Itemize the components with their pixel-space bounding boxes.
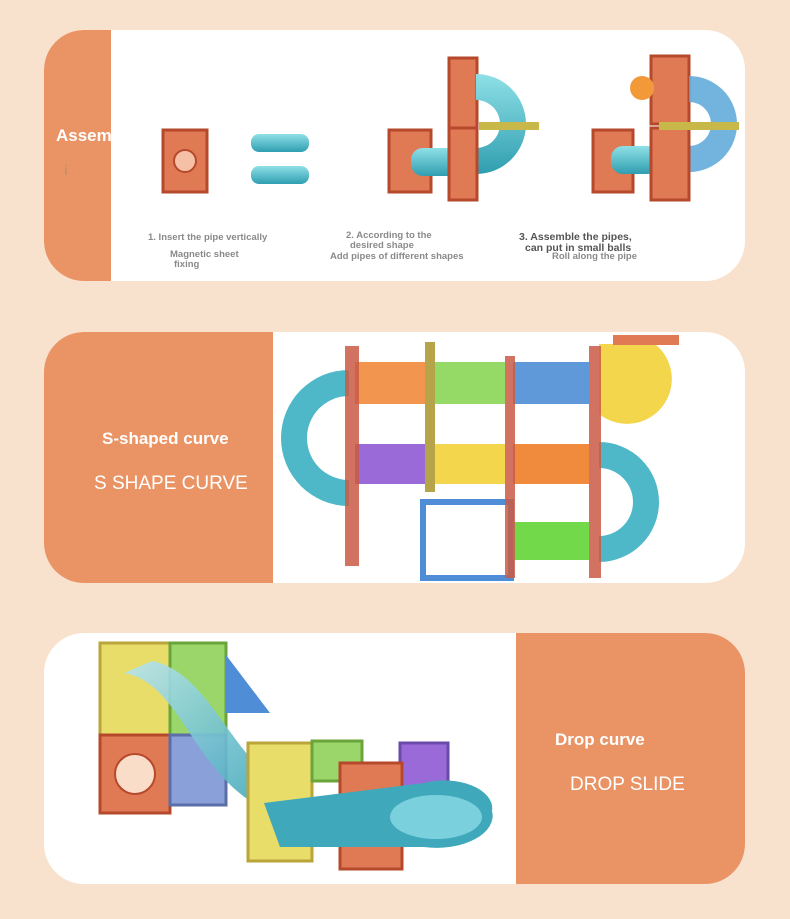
pipe <box>611 146 659 174</box>
blue-frame <box>420 499 514 581</box>
step1-sub-line2: fixing <box>174 259 200 270</box>
green-pipe <box>513 522 589 560</box>
drop-curve-subtitle: DROP SLIDE <box>570 774 685 795</box>
assembly-title: Assembly <box>56 126 137 145</box>
step1-caption: 1. Insert the pipe vertically <box>148 232 268 243</box>
teal-curve <box>599 442 659 562</box>
yellow-tile <box>425 342 435 492</box>
decor-mark: ⅰ <box>64 162 68 178</box>
yellow-curve <box>599 344 672 424</box>
green-tile <box>310 739 364 783</box>
blue-pipe <box>513 362 589 404</box>
step3-caption-line1: 3. Assemble the pipes, <box>519 231 632 243</box>
yellow-pipe <box>433 444 505 484</box>
red-tile <box>505 356 515 578</box>
red-tile <box>649 54 691 126</box>
purple-pipe <box>355 444 425 484</box>
assembly-steps-photo <box>111 30 745 281</box>
red-tile <box>161 128 209 194</box>
step2-caption-line1: 2. According to the <box>346 230 432 241</box>
step1-sub-line1: Magnetic sheet <box>170 249 239 260</box>
s-curve-card: S-shaped curve S SHAPE CURVE <box>44 332 745 583</box>
drop-curve-title: Drop curve <box>555 730 645 749</box>
assembly-illustration <box>161 54 739 202</box>
s-curve-photo <box>273 332 745 583</box>
yellow-rail <box>659 122 739 130</box>
red-tile <box>589 346 601 578</box>
assembly-side-panel <box>44 30 111 281</box>
drop-curve-illustration <box>98 641 493 871</box>
s-curve-title: S-shaped curve <box>102 429 229 448</box>
orange-ball <box>630 76 654 100</box>
step2-caption-line2: desired shape <box>350 240 414 251</box>
yellow-rail <box>479 122 539 130</box>
s-curve-subtitle: S SHAPE CURVE <box>94 473 248 494</box>
red-tile <box>649 126 691 202</box>
teal-curve <box>281 370 349 506</box>
red-tile <box>447 56 479 130</box>
pipe-highlight <box>390 795 482 839</box>
pipe-half <box>251 134 309 152</box>
step3-sub: Roll along the pipe <box>552 251 637 262</box>
s-curve-side-panel <box>44 332 273 583</box>
red-tile <box>345 346 359 566</box>
blue-triangle-tile <box>226 655 270 713</box>
orange-pipe <box>355 362 425 404</box>
drop-curve-side-panel <box>516 633 745 884</box>
drop-curve-card: Drop curve DROP SLIDE <box>44 633 745 884</box>
step3-caption-line2: can put in small balls <box>525 242 632 254</box>
pipe-half <box>251 166 309 184</box>
s-curve-illustration <box>281 335 679 581</box>
red-rail <box>613 335 679 345</box>
orange-pipe <box>513 444 589 484</box>
assembly-card: Assembly ⅰ 1. Insert the pipe vertically… <box>44 30 745 281</box>
red-tile <box>447 126 479 202</box>
step2-sub: Add pipes of different shapes <box>330 251 464 262</box>
green-pipe <box>433 362 505 404</box>
drop-curve-photo <box>44 633 516 884</box>
